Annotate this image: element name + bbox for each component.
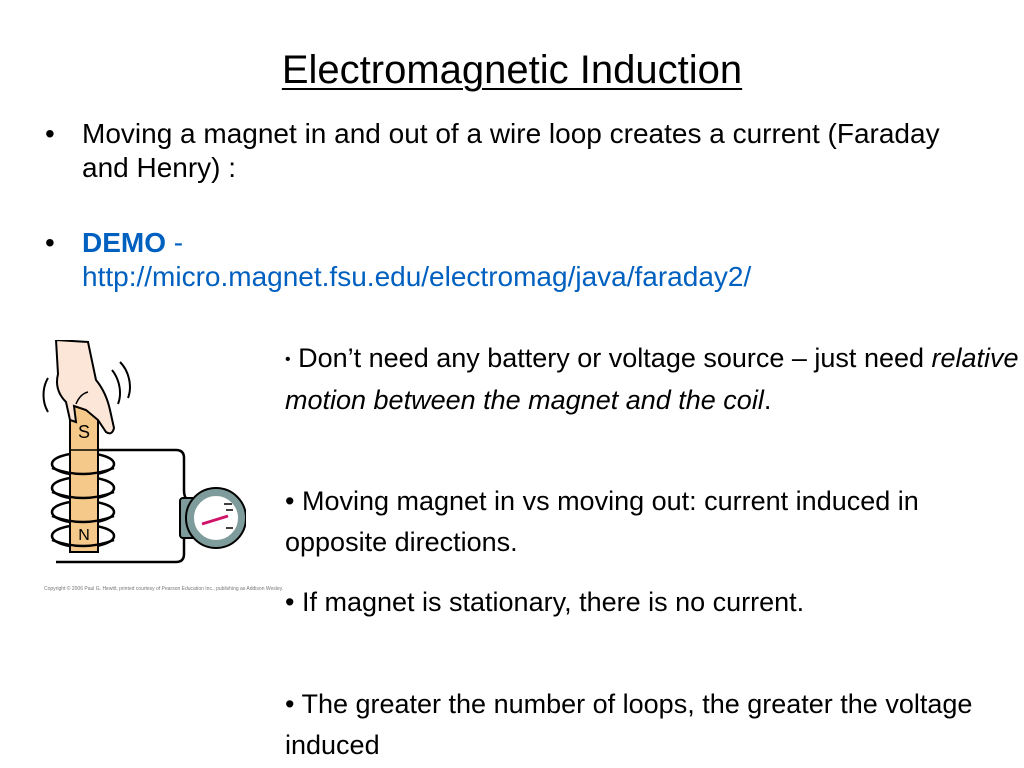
galvanometer <box>179 487 246 549</box>
illustration-copyright: Copyright © 2006 Paul G. Hewitt, printed… <box>44 586 284 592</box>
note-direction: • Moving magnet in vs moving out: curren… <box>285 486 919 557</box>
bullet-demo: DEMO - http://micro.magnet.fsu.edu/elect… <box>82 226 962 294</box>
note-emphasis: relative motion between the magnet and t… <box>285 343 1019 415</box>
magnet-north-label: N <box>78 527 90 544</box>
demo-label: DEMO <box>82 227 166 258</box>
note-relative-motion: • Don’t need any battery or voltage sour… <box>285 343 1019 415</box>
slide-title: Electromagnetic Induction <box>281 48 743 92</box>
motion-line <box>42 377 49 413</box>
hand <box>54 340 116 435</box>
note-stationary: • If magnet is stationary, there is no c… <box>285 587 805 617</box>
wire <box>90 448 189 502</box>
demo-link[interactable]: http://micro.magnet.fsu.edu/electromag/j… <box>82 261 752 292</box>
note-loops: • The greater the number of loops, the g… <box>285 689 973 760</box>
demo-separator: - <box>166 227 184 258</box>
magnet-south-label: S <box>78 422 90 442</box>
motion-line <box>119 361 131 399</box>
magnet-coil-illustration: S N <box>42 340 246 564</box>
bullet-text-induction: Moving a magnet in and out of a wire loo… <box>82 118 940 183</box>
bullet-marker: • <box>45 227 55 258</box>
note-bullet: • <box>285 351 291 368</box>
motion-line <box>111 369 121 405</box>
bullet-marker: • <box>45 118 55 149</box>
